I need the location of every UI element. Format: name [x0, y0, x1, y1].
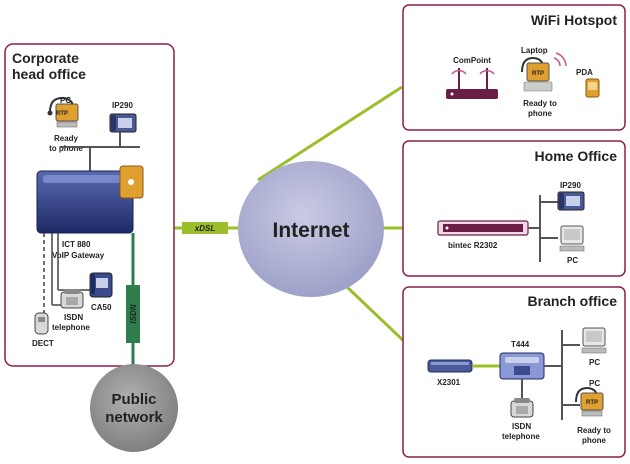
ict880-gateway-icon [36, 165, 144, 234]
branch-pc2-status-1: Ready to [577, 426, 611, 435]
public-network-label-2: network [105, 409, 163, 426]
compoint-label: ComPoint [453, 56, 491, 65]
branch-pc-icon [581, 327, 607, 354]
public-network-label-1: Public [111, 391, 156, 408]
home-pc-icon [559, 225, 585, 252]
x2301-label: X2301 [437, 378, 461, 387]
public-network-cloud: Public network [90, 364, 178, 452]
branch-isdn-phone-icon [510, 398, 534, 418]
bintec-router-label: bintec R2302 [448, 241, 498, 250]
branch-isdn-label-2: telephone [502, 432, 540, 441]
internet-cloud: Internet [238, 161, 384, 297]
laptop-rtp-badge: RTP [532, 71, 544, 77]
branch-pc-headset-icon [575, 386, 604, 417]
isdn-link: ISDN [126, 233, 140, 370]
isdn-telephone-icon [60, 289, 84, 309]
t444-pbx-icon [499, 352, 545, 380]
branch-pc2-status-2: phone [582, 436, 607, 445]
pc-status-1: Ready [54, 134, 79, 143]
ca50-phone-icon [89, 272, 113, 298]
ca50-label: CA50 [91, 303, 112, 312]
laptop-headset-icon [521, 52, 567, 92]
branch-isdn-label-1: ISDN [512, 422, 531, 431]
branch-pc2-label: PC [589, 379, 600, 388]
head-office-title-1: Corporate [12, 50, 79, 66]
home-office-title: Home Office [535, 148, 618, 164]
t444-label: T444 [511, 340, 530, 349]
pda-label: PDA [576, 68, 593, 77]
pc-label: PC [60, 96, 71, 105]
xdsl-link-badge: xDSL [182, 222, 228, 234]
bintec-router-icon [437, 220, 529, 236]
panel-wifi-hotspot: WiFi Hotspot ComPoint RTP Laptop Ready t… [402, 4, 626, 131]
home-pc-label: PC [567, 256, 578, 265]
xdsl-label: xDSL [194, 224, 216, 233]
laptop-status-1: Ready to [523, 99, 557, 108]
head-office-title-2: head office [12, 66, 86, 82]
branch-pc2-rtp-badge: RTP [586, 400, 598, 406]
isdn-phone-label-2: telephone [52, 323, 90, 332]
pc-status-2: to phone [49, 144, 83, 153]
dect-label: DECT [32, 339, 54, 348]
branch-office-title: Branch office [528, 293, 618, 309]
panel-head-office: Corporate head office RTP PC Ready to ph… [4, 43, 175, 367]
pda-icon [585, 78, 600, 98]
pc-rtp-badge: RTP [56, 111, 68, 117]
pc-headset-icon [47, 96, 79, 128]
compoint-access-point-icon [446, 68, 498, 99]
internet-label: Internet [272, 219, 349, 242]
dect-handset-icon [34, 312, 49, 335]
home-ip-phone-label: IP290 [560, 181, 581, 190]
isdn-link-label: ISDN [129, 304, 138, 323]
x2301-device-icon [427, 359, 473, 373]
gateway-label-1: ICT 880 [62, 240, 91, 249]
ip-phone-icon [109, 113, 137, 133]
wifi-title: WiFi Hotspot [531, 12, 618, 28]
panel-branch-office: Branch office X2301 T444 ISDN telephone [402, 286, 626, 458]
ip-phone-label: IP290 [112, 101, 133, 110]
home-ip-phone-icon [557, 191, 585, 211]
isdn-phone-label-1: ISDN [64, 313, 83, 322]
laptop-status-2: phone [528, 109, 553, 118]
panel-home-office: Home Office bintec R2302 IP290 PC [402, 140, 626, 277]
branch-pc1-label: PC [589, 358, 600, 367]
gateway-label-2: VoIP Gateway [52, 251, 105, 260]
laptop-label: Laptop [521, 46, 548, 55]
